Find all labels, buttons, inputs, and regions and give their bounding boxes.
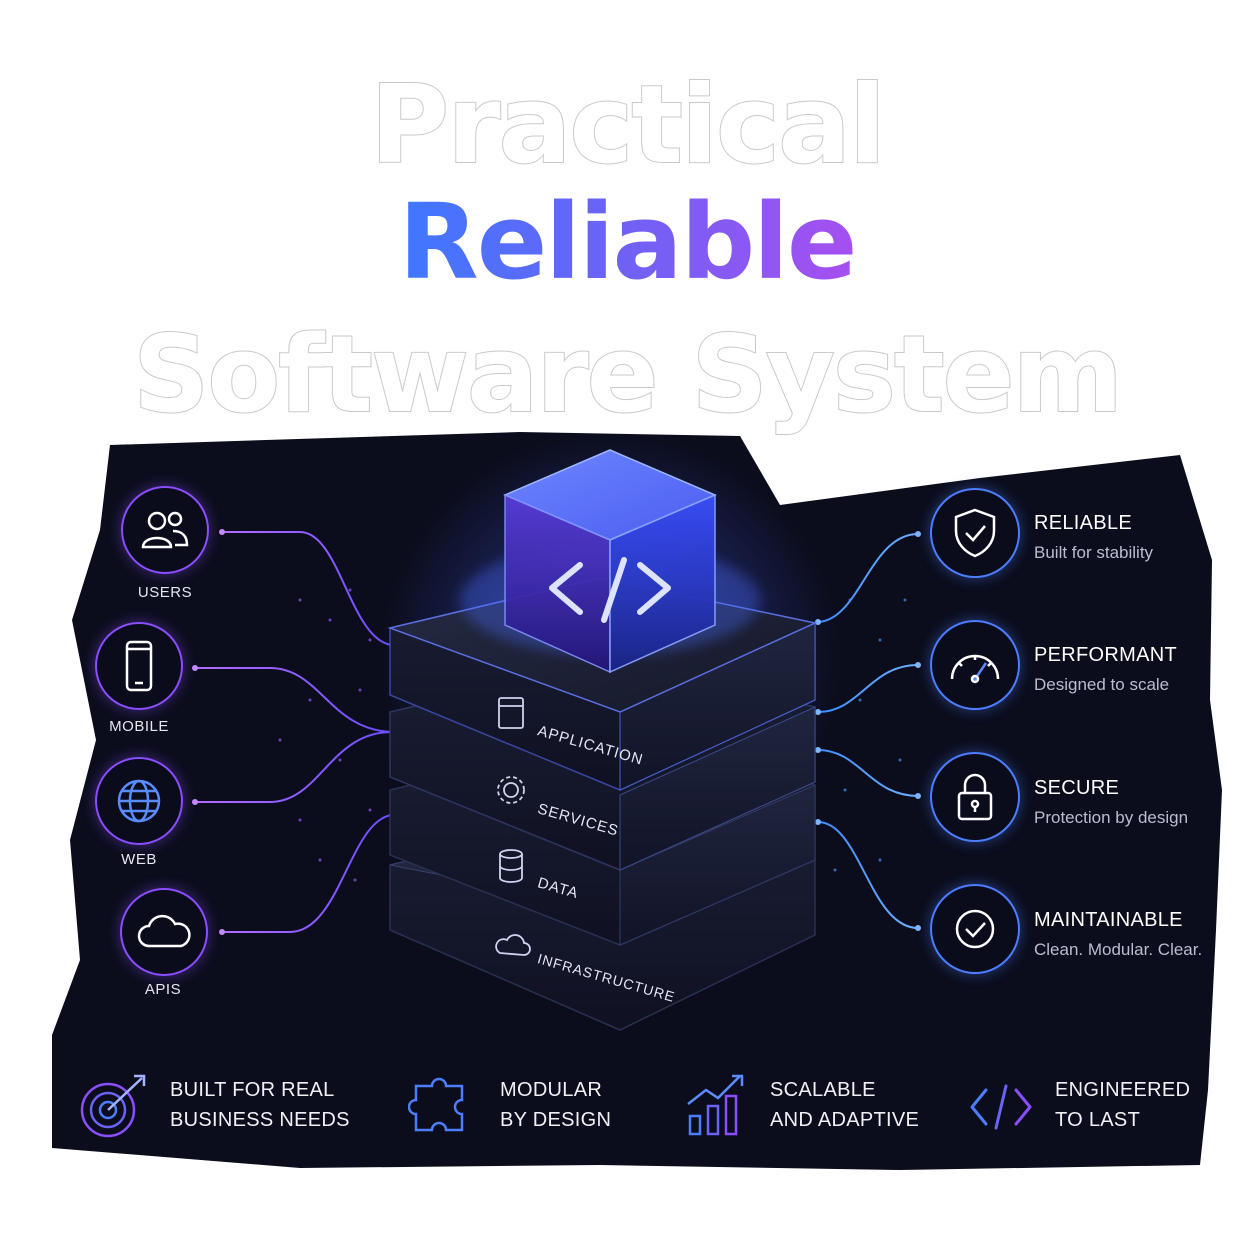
users-label: USERS [137, 584, 193, 601]
target-icon [80, 1074, 146, 1138]
bottom-item-scalable: SCALABLE AND ADAPTIVE [770, 1075, 919, 1135]
bottom-item-business: BUILT FOR REAL BUSINESS NEEDS [170, 1075, 350, 1135]
bottom-item-scalable-line2: AND ADAPTIVE [770, 1109, 920, 1131]
check-circle-icon [955, 909, 995, 949]
maintainable-subtitle: Clean. Modular. Clear. [1034, 940, 1203, 959]
maintainable-node [930, 884, 1020, 974]
left-particles [278, 588, 372, 882]
reliable-title: RELIABLE [1034, 512, 1133, 534]
secure-node [930, 752, 1020, 842]
gauge-icon [950, 654, 1000, 684]
performant-node [930, 620, 1020, 710]
mobile-label: MOBILE [109, 718, 169, 735]
right-particles [833, 598, 907, 872]
title-line-practical: Practical [369, 63, 887, 188]
web-node [95, 757, 183, 845]
mobile-icon [125, 640, 153, 692]
window-icon [498, 697, 524, 729]
bottom-item-business-line2: BUSINESS NEEDS [170, 1109, 350, 1131]
title-line-software-system: Software System [132, 313, 1124, 436]
gear-icon [497, 776, 525, 804]
bottom-item-business-line1: BUILT FOR REAL [170, 1079, 335, 1101]
bottom-item-modular-line1: MODULAR [500, 1079, 603, 1101]
performant-title: PERFORMANT [1034, 644, 1177, 666]
apis-node [120, 888, 208, 976]
bottom-item-engineered-line1: ENGINEERED [1055, 1079, 1191, 1101]
mobile-node [95, 622, 183, 710]
connector-web [195, 731, 393, 803]
connector-apis [222, 814, 393, 933]
growth-chart-icon [687, 1074, 744, 1136]
bottom-item-scalable-line1: SCALABLE [770, 1079, 876, 1101]
lock-icon [957, 773, 993, 821]
apis-label: APIS [144, 981, 182, 998]
shield-check-icon [954, 508, 996, 558]
users-node [121, 486, 209, 574]
globe-icon [117, 779, 161, 823]
right-connectors [817, 533, 919, 929]
cloud-icon [137, 914, 191, 948]
web-label: WEB [121, 851, 157, 868]
bottom-item-engineered: ENGINEERED TO LAST [1055, 1075, 1190, 1135]
reliable-node [930, 488, 1020, 578]
bottom-item-engineered-line2: TO LAST [1055, 1109, 1141, 1131]
title-reliable-text: Reliable [398, 181, 858, 303]
right-connector-dots [815, 531, 921, 931]
connector-users [222, 531, 393, 646]
users-icon [141, 511, 189, 549]
database-icon [499, 849, 523, 883]
reliable-subtitle: Built for stability [1034, 543, 1154, 562]
puzzle-icon [408, 1077, 464, 1132]
connector-secure [817, 749, 919, 797]
connector-mobile [195, 667, 393, 733]
layer-icons [495, 697, 531, 956]
cloud-icon [495, 934, 531, 956]
bottom-item-modular-line2: BY DESIGN [500, 1109, 612, 1131]
bottom-item-modular: MODULAR BY DESIGN [500, 1075, 611, 1135]
code-cube [503, 449, 717, 674]
left-connectors [195, 531, 393, 933]
code-icon [970, 1084, 1032, 1130]
secure-title: SECURE [1034, 777, 1120, 799]
code-icon [549, 557, 671, 623]
connector-reliable [817, 533, 919, 623]
performant-subtitle: Designed to scale [1034, 675, 1170, 694]
connector-maintainable [817, 821, 919, 929]
secure-subtitle: Protection by design [1034, 808, 1189, 827]
connector-performant [817, 664, 919, 713]
maintainable-title: MAINTAINABLE [1034, 909, 1183, 931]
title-line-reliable: Reliable [0, 190, 1254, 294]
